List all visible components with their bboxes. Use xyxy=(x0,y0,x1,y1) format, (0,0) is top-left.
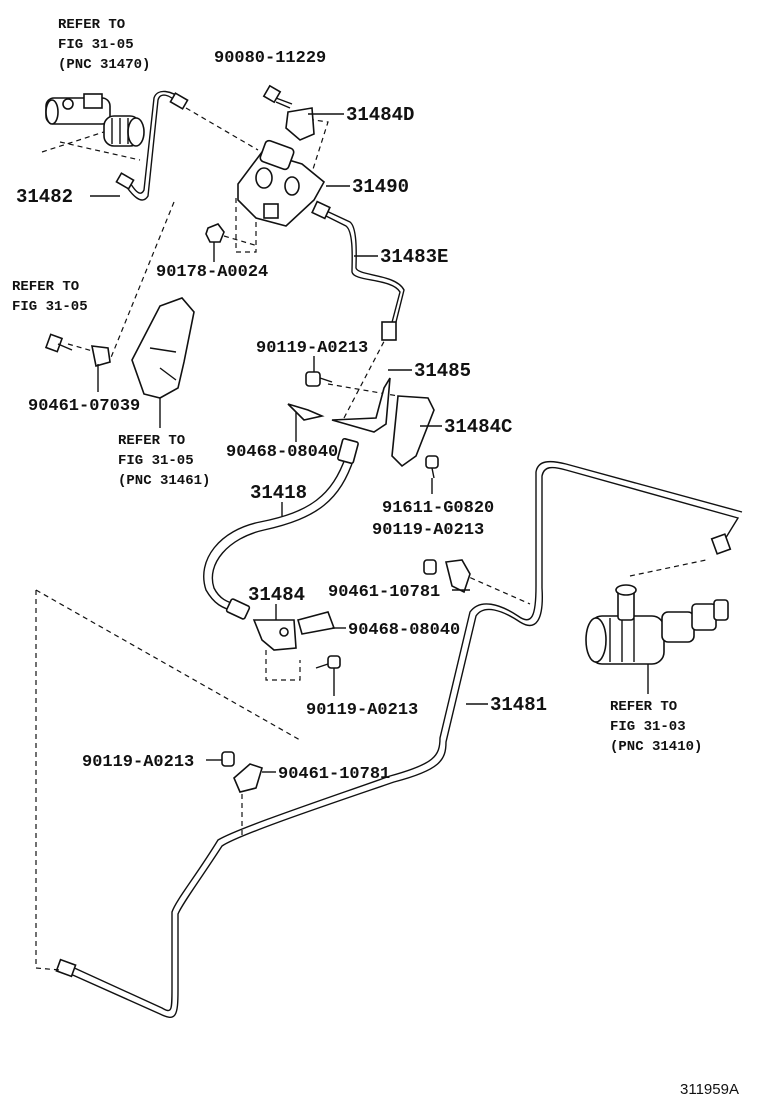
master-cylinder-icon xyxy=(585,584,729,665)
tube-31482-fitting-bottom xyxy=(115,172,135,190)
dashed-leader-hose-bottom-vert xyxy=(35,590,61,971)
tube-31483E xyxy=(317,211,401,331)
tube-31483E-outer xyxy=(319,207,405,331)
clamp-icon xyxy=(233,763,263,793)
hose-31418-outer xyxy=(211,457,355,607)
dashed-leader-bolt-left xyxy=(67,343,97,353)
part-number-label: 90468-08040 xyxy=(348,621,460,640)
refer-label-line: REFER TO xyxy=(118,433,185,449)
bolt-icon xyxy=(305,371,333,387)
bolt-icon xyxy=(315,655,341,669)
dashed-leader-lower-bracket xyxy=(265,650,301,681)
clip-icon xyxy=(297,611,336,635)
dashed-leader-slave xyxy=(41,129,141,161)
part-number-label: 31418 xyxy=(250,482,307,504)
bracket-icon xyxy=(131,297,195,399)
refer-label-line: FIG 31-05 xyxy=(58,37,134,53)
slave-cylinder-icon xyxy=(45,93,145,147)
dashed-leader-valve-tube xyxy=(185,107,259,151)
tube-31481-fitting-end xyxy=(55,958,77,978)
dashed-leader-master xyxy=(629,559,707,577)
nut-icon xyxy=(205,223,225,243)
part-number-label: 90178-A0024 xyxy=(156,263,268,282)
diagram-id-label: 311959A xyxy=(680,1081,739,1098)
bracket-31484-icon xyxy=(252,619,297,651)
part-number-label: 31482 xyxy=(16,186,73,208)
bolt-icon xyxy=(423,559,437,575)
part-number-label: 90119-A0213 xyxy=(256,339,368,358)
part-number-label: 31483E xyxy=(380,246,448,268)
dashed-leader-bracket-left xyxy=(109,201,175,361)
tube-31481-outer xyxy=(69,460,743,1012)
part-number-label: 31484C xyxy=(444,416,512,438)
dashed-leader-31485 xyxy=(327,383,411,399)
part-number-label: 90468-08040 xyxy=(226,443,338,462)
clamp-icon xyxy=(445,559,471,594)
refer-label-line: (PNC 31410) xyxy=(610,739,702,755)
bolt-icon xyxy=(221,751,235,767)
clip-90461-07039-icon xyxy=(90,345,111,368)
tube-31483E-fitting-top xyxy=(311,200,331,220)
tube-31481-fitting-master xyxy=(710,533,732,555)
part-number-label: 90119-A0213 xyxy=(306,701,418,720)
dashed-leader-90178 xyxy=(223,198,259,253)
part-number-label: 31485 xyxy=(414,360,471,382)
refer-label-line: REFER TO xyxy=(12,279,79,295)
refer-label-line: (PNC 31470) xyxy=(58,57,150,73)
tube-31482-outer xyxy=(125,90,183,194)
part-number-label: 90461-10781 xyxy=(328,583,440,602)
hose-31418 xyxy=(203,455,347,613)
bolt-icon xyxy=(44,333,73,353)
dashed-leader-clamp-right xyxy=(461,573,531,605)
refer-label-line: REFER TO xyxy=(58,17,125,33)
part-number-label: 31481 xyxy=(490,694,547,716)
bracket-31484D-icon xyxy=(285,107,315,141)
part-number-label: 90461-07039 xyxy=(28,397,140,416)
tube-31483E-fitting-bottom xyxy=(381,321,397,341)
tube-31482 xyxy=(121,94,179,201)
part-number-label: 90080-11229 xyxy=(214,49,326,68)
refer-label-line: FIG 31-05 xyxy=(118,453,194,469)
part-number-label: 90119-A0213 xyxy=(372,521,484,540)
hose-31418-fitting-top xyxy=(337,437,359,465)
dashed-leader-hose-bottom xyxy=(35,589,301,741)
bracket-hole xyxy=(279,627,289,637)
bolt-icon xyxy=(425,455,439,479)
bracket-detail xyxy=(149,347,177,381)
refer-label-line: FIG 31-03 xyxy=(610,719,686,735)
bracket-31484C-icon xyxy=(391,395,435,468)
valve-assembly-icon xyxy=(237,139,326,227)
tube-31482-fitting-top xyxy=(169,92,189,110)
part-number-label: 90119-A0213 xyxy=(82,753,194,772)
part-number-label: 31490 xyxy=(352,176,409,198)
refer-label-line: FIG 31-05 xyxy=(12,299,88,315)
bracket-31485-icon xyxy=(331,377,391,433)
tube-31481 xyxy=(65,466,740,1018)
part-number-label: 90461-10781 xyxy=(278,765,390,784)
bolt-icon xyxy=(262,84,293,109)
clip-icon xyxy=(287,403,325,421)
part-number-label: 91611-G0820 xyxy=(382,499,494,518)
refer-label-line: REFER TO xyxy=(610,699,677,715)
dashed-leader-hose-clip xyxy=(343,329,391,419)
part-number-label: 31484D xyxy=(346,104,414,126)
refer-label-line: (PNC 31461) xyxy=(118,473,210,489)
part-number-label: 31484 xyxy=(248,584,305,606)
hose-31418-fitting-bottom xyxy=(225,598,251,620)
